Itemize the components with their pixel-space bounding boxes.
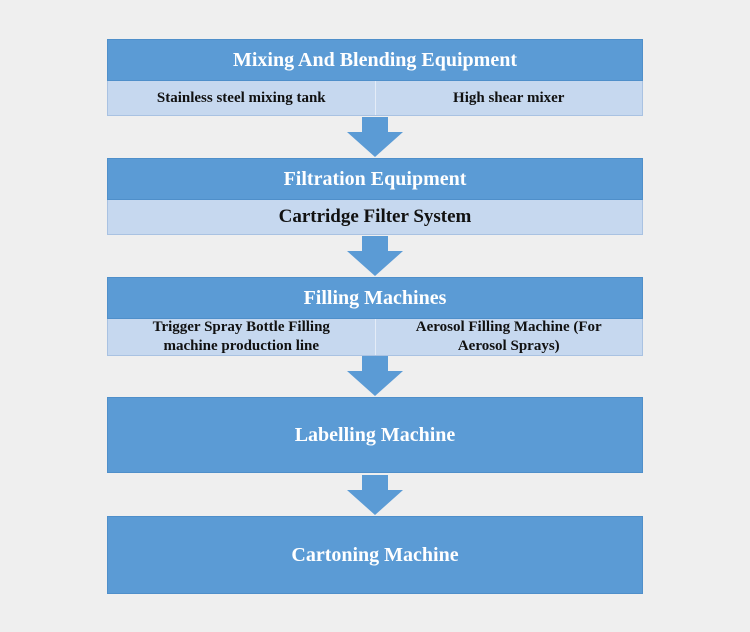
stage-item: Cartridge Filter System [278, 206, 472, 228]
down-arrow-icon [345, 475, 405, 515]
stage-item: Stainless steel mixing tank [156, 89, 326, 106]
stage-items: Trigger Spray Bottle Filling machine pro… [107, 319, 643, 356]
stage-filling: Filling Machines Trigger Spray Bottle Fi… [107, 277, 643, 356]
stage-items: Cartridge Filter System [107, 200, 643, 235]
stage-title: Cartoning Machine [107, 516, 643, 594]
stage-cartoning: Cartoning Machine [107, 516, 643, 594]
stage-item: High shear mixer [374, 81, 643, 115]
down-arrow-icon [345, 356, 405, 396]
stage-item: Aerosol Filling Machine (For Aerosol Spr… [374, 319, 643, 355]
stage-title: Filtration Equipment [107, 158, 643, 200]
stage-title: Labelling Machine [107, 397, 643, 473]
stage-items: Stainless steel mixing tank High shear m… [107, 81, 643, 116]
down-arrow-icon [345, 117, 405, 157]
stage-item: Trigger Spray Bottle Filling machine pro… [152, 319, 330, 354]
stage-mixing: Mixing And Blending Equipment Stainless … [107, 39, 643, 116]
stage-labelling: Labelling Machine [107, 397, 643, 473]
stage-filtration: Filtration Equipment Cartridge Filter Sy… [107, 158, 643, 235]
stage-title: Filling Machines [107, 277, 643, 319]
down-arrow-icon [345, 236, 405, 276]
stage-title: Mixing And Blending Equipment [107, 39, 643, 81]
